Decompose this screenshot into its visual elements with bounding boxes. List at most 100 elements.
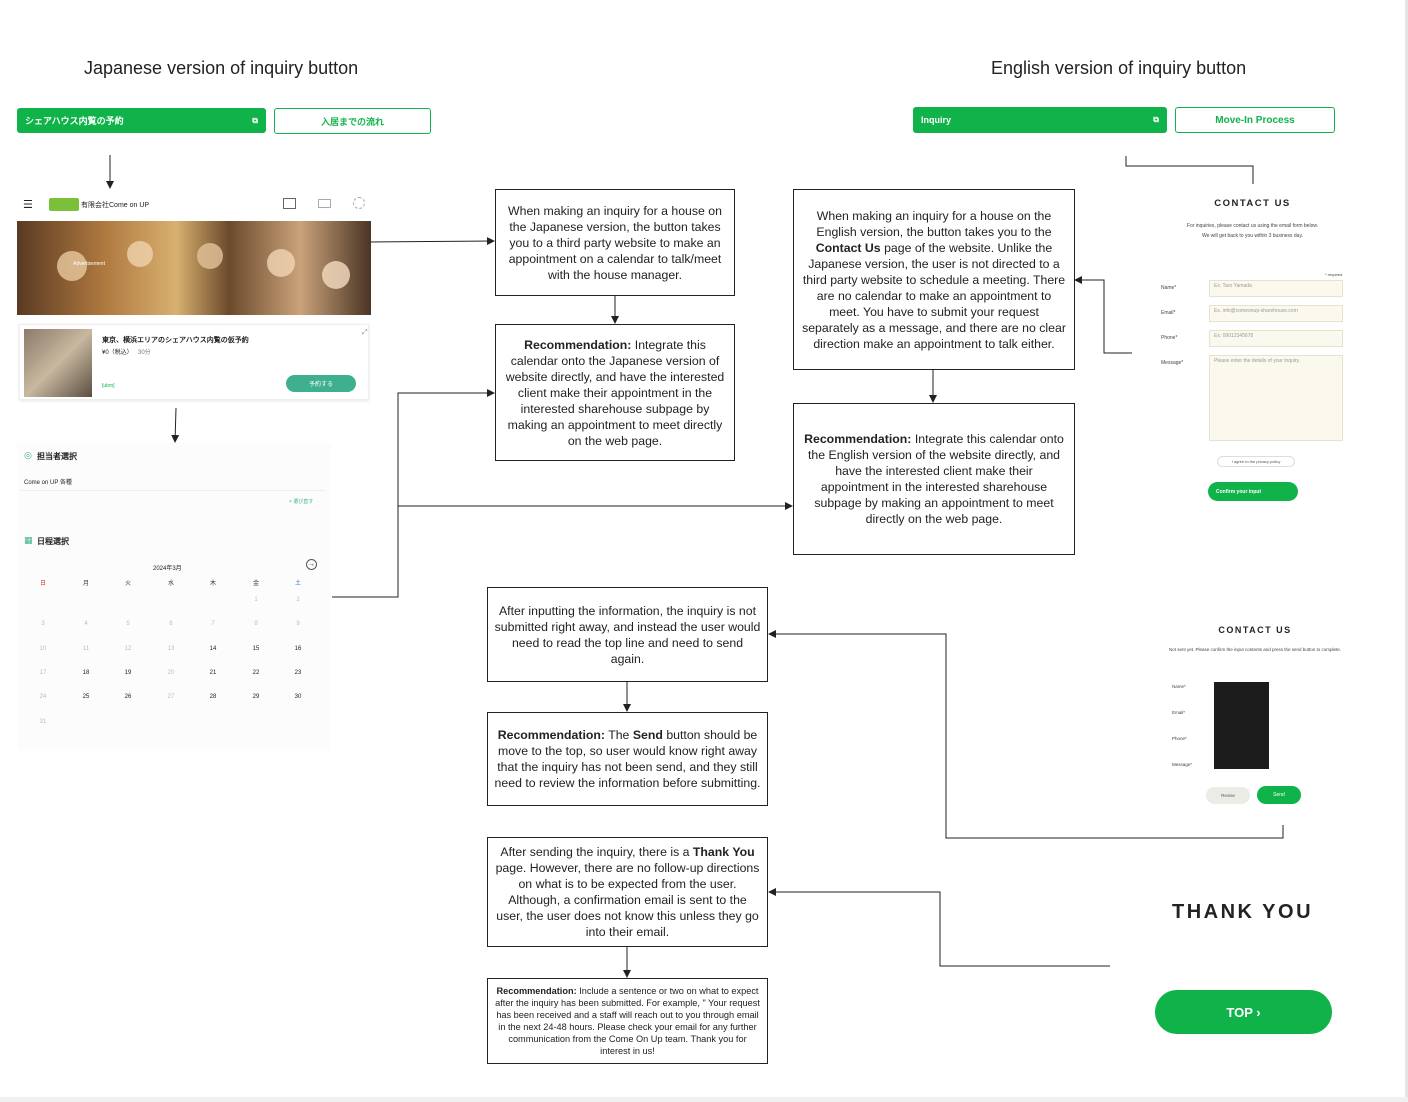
calendar-day[interactable]: 30 (294, 694, 302, 701)
calendar-day[interactable]: 18 (82, 669, 90, 676)
phone-input[interactable]: Ex. 09012345678 (1209, 330, 1343, 347)
mail-icon[interactable] (318, 199, 331, 208)
calendar-day[interactable]: 28 (209, 694, 217, 701)
name-input[interactable]: Ex. Taro Yamada (1209, 280, 1343, 297)
required-note: * required (1325, 272, 1343, 277)
confirm-title: CONTACT US (1218, 625, 1292, 635)
confirm-input-button[interactable]: Confirm your input (1208, 482, 1298, 501)
date-icon: ▦ (24, 535, 33, 545)
send-recommendation-box: Recommendation: The Send button should b… (487, 712, 768, 806)
arrow-confirm-to-input-desc (768, 630, 1284, 839)
jp-booking-site-screenshot: ☰ 有限会社Come on UP Advertisement 東京、横浜エリアの… (17, 190, 371, 405)
external-link-icon: ⧉ (1153, 115, 1159, 124)
calendar-day: 6 (169, 621, 173, 628)
calendar-day: 24 (39, 694, 47, 701)
input-description-box: After inputting the information, the inq… (487, 587, 768, 682)
calendar-day[interactable]: 21 (209, 669, 217, 676)
en-desc-part2: page of the website. Unlike the Japanese… (802, 240, 1066, 351)
card-tag: [ubm] (102, 383, 115, 389)
zoom-icon[interactable]: ⤢ (362, 329, 368, 336)
jp-inquiry-button[interactable]: シェアハウス内覧の予約 ⧉ (17, 108, 266, 133)
en-desc-part1: When making an inquiry for a house on th… (816, 208, 1052, 239)
thanks-desc-part2: page. However, there are no follow-up di… (495, 861, 760, 939)
calendar-day: 7 (211, 621, 215, 628)
staff-select[interactable]: Come on UP 各種 (20, 471, 325, 491)
english-section-heading: English version of inquiry button (991, 58, 1247, 78)
confirm-label-email: Email* (1172, 710, 1186, 715)
arrow-en-button-to-contact (1125, 156, 1254, 184)
hamburger-menu-icon[interactable]: ☰ (23, 199, 33, 211)
calendar-day: 10 (39, 645, 47, 652)
company-name: 有限会社Come on UP (81, 202, 150, 209)
jp-rec-text: Integrate this calendar onto the Japanes… (505, 337, 725, 448)
calendar-day: 8 (254, 621, 258, 628)
calendar-day: 20 (167, 669, 175, 676)
date-heading: 日程選択 (37, 537, 69, 546)
privacy-checkbox[interactable]: I agree to the privacy policy (1217, 456, 1295, 467)
label-phone: Phone* (1161, 335, 1178, 341)
final-recommendation-box: Recommendation: Include a sentence or tw… (487, 978, 768, 1064)
staff-reset-link[interactable]: × 選び直す (289, 499, 314, 505)
contact-intro-1: For inquiries, please contact us using t… (1186, 223, 1319, 229)
advertisement-label: Advertisement (73, 261, 105, 267)
calendar-day[interactable]: 23 (294, 669, 302, 676)
reserve-button[interactable]: 予約する (286, 375, 356, 392)
calendar-day[interactable]: 29 (252, 694, 260, 701)
calendar-day[interactable]: 26 (124, 694, 132, 701)
message-textarea[interactable]: Please enter the details of your inquiry… (1209, 355, 1343, 441)
revise-button[interactable]: Revise (1206, 787, 1250, 804)
calendar-icon[interactable] (283, 198, 296, 209)
label-message: Message* (1161, 360, 1184, 366)
arrow-jp-photo-to-desc (370, 237, 495, 246)
confirm-label-phone: Phone* (1172, 736, 1187, 741)
card-price: ¥0（税込） (102, 350, 133, 356)
calendar-day: 4 (84, 621, 88, 628)
room-thumbnail (24, 329, 92, 397)
calendar-day[interactable]: 14 (209, 645, 217, 652)
arrow-thanks-to-desc (768, 888, 1110, 967)
calendar-day: 13 (167, 645, 175, 652)
jp-calendar-screenshot: ◎ 担当者選択 Come on UP 各種 × 選び直す ▦ 日程選択 2024… (17, 443, 331, 751)
top-button[interactable]: TOP › (1155, 990, 1332, 1034)
calendar-day[interactable]: 22 (252, 669, 260, 676)
weekday-header: 火 (124, 581, 131, 587)
weekday-header: 木 (209, 581, 216, 587)
en-inquiry-button[interactable]: Inquiry ⧉ (913, 107, 1167, 133)
calendar-day[interactable]: 16 (294, 645, 302, 652)
calendar-day: 5 (126, 621, 130, 628)
arrow-contact-to-en-desc (1074, 276, 1132, 354)
en-move-in-button[interactable]: Move-In Process (1175, 107, 1335, 133)
group-photo: Advertisement (17, 221, 371, 315)
final-rec-text: Include a sentence or two on what to exp… (495, 986, 760, 1056)
jp-recommendation-box: Recommendation: Integrate this calendar … (495, 324, 735, 461)
send-rec-part2: button should be move to the top, so use… (494, 728, 761, 790)
staff-icon: ◎ (24, 450, 32, 460)
calendar-day[interactable]: 15 (252, 645, 260, 652)
contact-title: CONTACT US (1214, 198, 1291, 209)
calendar-day: 27 (167, 694, 175, 701)
email-input[interactable]: Ex. info@comeonup-sharehouse.com (1209, 305, 1343, 322)
calendar-month: 2024年3月 (153, 566, 182, 572)
final-rec-label: Recommendation: (496, 986, 577, 996)
en-recommendation-box: Recommendation: Integrate this calendar … (793, 403, 1075, 555)
calendar-day: 12 (124, 645, 132, 652)
japanese-section-heading: Japanese version of inquiry button (84, 58, 359, 78)
send-button[interactable]: Send (1257, 786, 1301, 804)
label-name: Name* (1161, 285, 1177, 291)
next-month-icon[interactable]: → (306, 559, 317, 570)
en-desc-bold: Contact Us (815, 240, 881, 255)
page-bottom-edge (0, 1097, 1408, 1102)
confirm-label-message: Message* (1172, 762, 1193, 767)
arrow-calendar-to-jp-rec (332, 389, 495, 598)
jp-inquiry-button-label: シェアハウス内覧の予約 (25, 116, 124, 126)
staff-select-value: Come on UP 各種 (24, 480, 72, 486)
user-icon[interactable] (353, 197, 365, 209)
calendar-day: 11 (82, 645, 90, 652)
calendar-day[interactable]: 19 (124, 669, 132, 676)
weekday-header: 金 (252, 581, 259, 587)
calendar-day[interactable]: 25 (82, 694, 90, 701)
booking-card[interactable]: 東京、横浜エリアのシェアハウス内覧の仮予約 ¥0（税込） 30分 [ubm] ⤢… (19, 324, 369, 400)
thanks-desc-part1: After sending the inquiry, there is a (500, 845, 693, 859)
contact-form-screenshot: CONTACT US For inquiries, please contact… (1135, 185, 1370, 510)
jp-move-in-button[interactable]: 入居までの流れ (274, 108, 431, 134)
